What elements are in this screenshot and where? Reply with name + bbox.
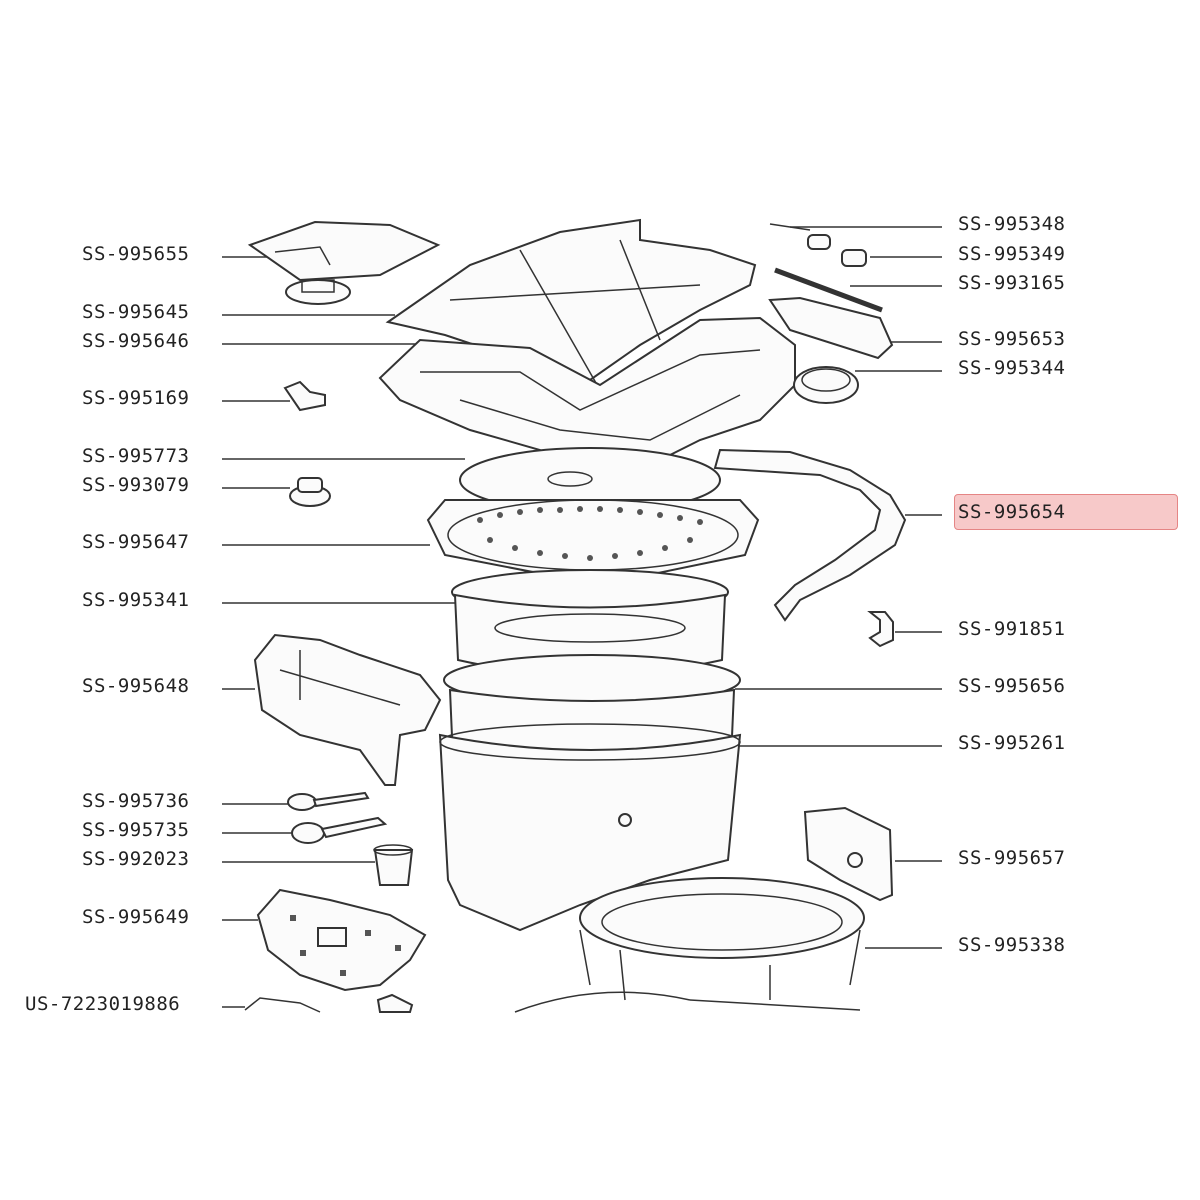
knob-part [289, 477, 331, 507]
control-panel-part [253, 633, 442, 786]
measuring-cup-part [373, 844, 414, 886]
handle-part [713, 448, 907, 622]
label-part-left-4[interactable]: SS-995169 [82, 387, 190, 409]
label-part-left-11[interactable]: SS-995735 [82, 819, 190, 841]
label-part-left-7[interactable]: SS-995647 [82, 531, 190, 553]
small-lid-cover-part [247, 220, 441, 305]
base-ring-part [579, 877, 865, 1011]
label-part-left-6[interactable]: SS-993079 [82, 474, 190, 496]
label-part-right-2[interactable]: SS-995349 [958, 243, 1066, 265]
label-part-left-8[interactable]: SS-995341 [82, 589, 190, 611]
leader-lines-right [735, 226, 942, 949]
lid-frame-part [378, 316, 796, 477]
selected-part-highlight [954, 494, 1178, 530]
spring-parts [768, 223, 894, 404]
valve-part [283, 380, 326, 412]
label-part-left-5[interactable]: SS-995773 [82, 445, 190, 467]
bottom-part [244, 991, 691, 1013]
side-bracket-part [803, 806, 894, 902]
steam-basket-part [451, 569, 729, 676]
label-part-left-10[interactable]: SS-995736 [82, 790, 190, 812]
label-part-left-3[interactable]: SS-995646 [82, 330, 190, 352]
label-part-right-6-selected[interactable]: SS-995654 [958, 501, 1066, 523]
circuit-board-part [256, 888, 427, 992]
label-part-right-4[interactable]: SS-995653 [958, 328, 1066, 350]
label-part-left-13[interactable]: SS-995649 [82, 906, 190, 928]
label-part-right-10[interactable]: SS-995657 [958, 847, 1066, 869]
spoon-part [287, 791, 370, 811]
label-part-right-5[interactable]: SS-995344 [958, 357, 1066, 379]
label-part-right-11[interactable]: SS-995338 [958, 934, 1066, 956]
label-part-right-8[interactable]: SS-995656 [958, 675, 1066, 697]
label-part-right-9[interactable]: SS-995261 [958, 732, 1066, 754]
label-part-left-1[interactable]: SS-995655 [82, 243, 190, 265]
plate-holes [477, 506, 703, 561]
clip-part [867, 611, 894, 648]
label-part-right-1[interactable]: SS-995348 [958, 213, 1066, 235]
label-part-left-12[interactable]: SS-992023 [82, 848, 190, 870]
label-part-right-7[interactable]: SS-991851 [958, 618, 1066, 640]
label-part-left-9[interactable]: SS-995648 [82, 675, 190, 697]
label-part-left-2[interactable]: SS-995645 [82, 301, 190, 323]
label-part-left-14[interactable]: US-7223019886 [25, 993, 181, 1015]
label-part-right-3[interactable]: SS-993165 [958, 272, 1066, 294]
ladle-part [291, 816, 388, 844]
